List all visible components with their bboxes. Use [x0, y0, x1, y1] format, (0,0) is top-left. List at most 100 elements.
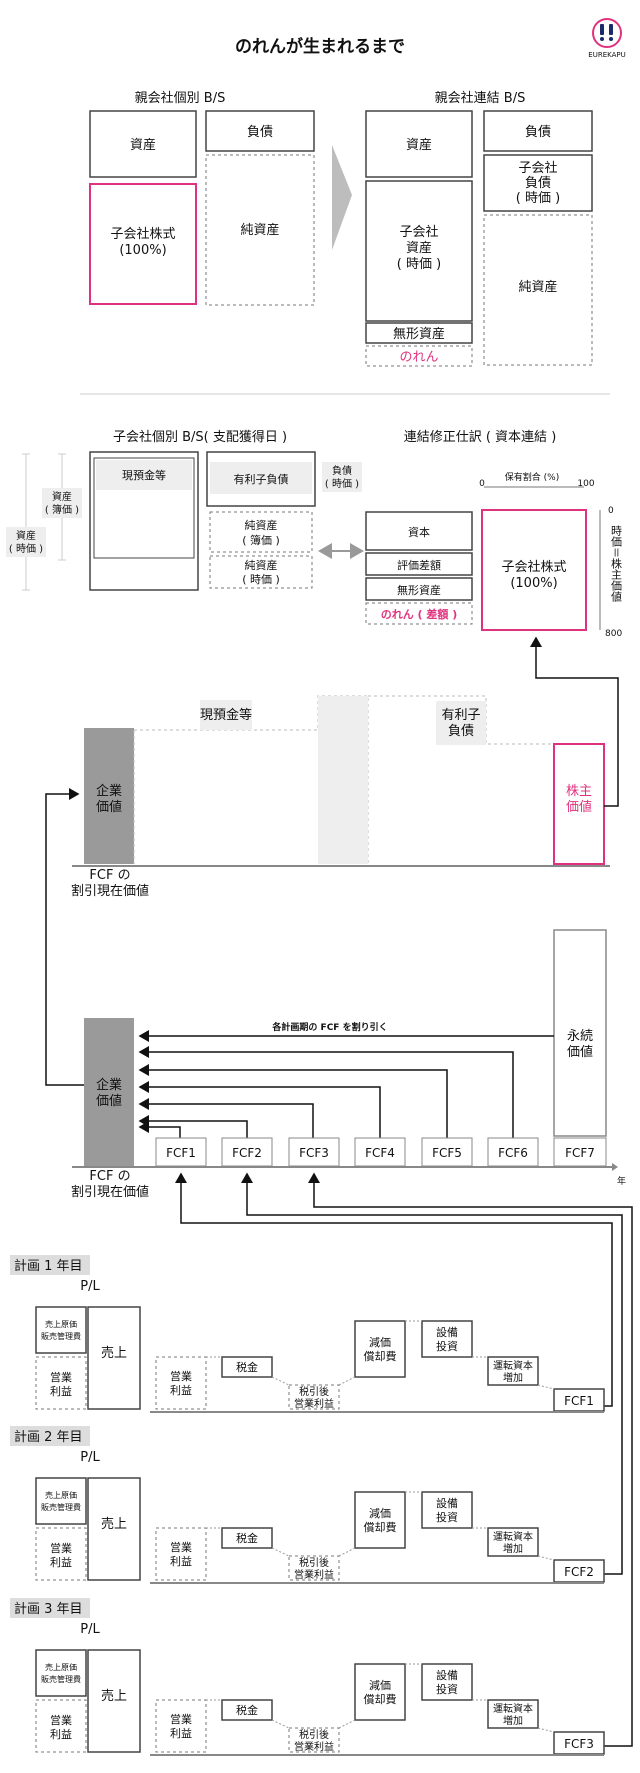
pv3-l2: 割引現在価値	[71, 883, 149, 899]
dep-l1: 減価	[369, 1506, 391, 1520]
asset-fair-tag	[6, 527, 46, 557]
plan-title-tag	[10, 1426, 90, 1446]
sales-box	[87, 1649, 141, 1753]
arrow-right-icon	[332, 145, 352, 250]
capex-l2: 投資	[436, 1682, 458, 1696]
cash-label: 現預金等	[122, 468, 166, 482]
ev-l2: 価値	[96, 799, 122, 815]
cons-intangible-label: 無形資産	[393, 326, 445, 342]
flow-connector	[338, 1376, 356, 1386]
cash3-tag	[200, 700, 252, 730]
dep-l1: 減価	[369, 1678, 391, 1692]
fcf-boxes	[155, 1137, 607, 1167]
net-book-l2: ( 簿価 )	[242, 533, 280, 547]
equity-l2: 価値	[566, 799, 592, 815]
fcf-box-3	[288, 1137, 340, 1167]
pl-label: P/L	[80, 1450, 100, 1465]
plan-1: 計画 1 年目P/L売上原価販売管理費営業利益売上営業利益税金税引後営業利益減価…	[10, 1255, 605, 1413]
after-tax-l1: 税引後	[299, 1556, 329, 1569]
cons-net-box	[483, 214, 593, 366]
arrow-fcf1	[138, 1121, 181, 1138]
wc-l2: 増加	[503, 1542, 523, 1555]
cogs-l2: 販売管理費	[41, 1331, 81, 1341]
capital-box	[365, 511, 473, 551]
sub-stock-pct: (100%)	[119, 243, 166, 258]
intangible2-box	[365, 577, 473, 601]
op-income-l1: 営業	[50, 1370, 72, 1384]
sales-label: 売上	[101, 1516, 127, 1532]
wc-l1: 運転資本	[493, 1530, 533, 1543]
fcf-box-2	[221, 1137, 273, 1167]
tax-label: 税金	[236, 1360, 258, 1374]
parent-net-label: 純資産	[240, 222, 279, 238]
after-tax-box	[288, 1727, 340, 1753]
cons-intangible-box	[365, 322, 473, 344]
logo: EUREKAPU	[588, 18, 626, 59]
debt-tag	[210, 462, 312, 494]
dep-l2: 償却費	[364, 1520, 397, 1534]
cons-liab-box	[483, 110, 593, 152]
arrow-fcf2	[138, 1115, 248, 1138]
flow-connector	[338, 1719, 356, 1729]
plan2-feedback-arrow	[241, 1172, 623, 1575]
fcf-box-1	[155, 1137, 207, 1167]
cons-sub-asset-l3: ( 時価 )	[397, 257, 441, 272]
after-tax-l2: 営業利益	[294, 1568, 334, 1581]
wc-l2: 増加	[503, 1714, 523, 1727]
sub-stock2-box	[481, 509, 587, 631]
flow-connector	[537, 1555, 555, 1561]
plan-title-tag	[10, 1255, 90, 1275]
net-fair-box	[209, 555, 313, 589]
sec1-right-title: 親会社連結 B/S	[435, 90, 526, 106]
flow-connector	[338, 1547, 356, 1557]
dep-box	[354, 1663, 406, 1721]
ev-l1: 企業	[96, 783, 122, 799]
flow-connector	[271, 1719, 290, 1729]
parent-net-box	[205, 154, 315, 306]
net-fair-l1: 純資産	[245, 559, 278, 572]
after-tax-l2: 営業利益	[294, 1397, 334, 1410]
dep-l1: 減価	[369, 1335, 391, 1349]
op-income2-box	[155, 1356, 207, 1410]
intangible2-label: 無形資産	[397, 583, 441, 597]
parent-asset-box	[89, 110, 197, 178]
sales-box	[87, 1477, 141, 1581]
sec2-right-title: 連結修正仕訳 ( 資本連結 )	[404, 430, 557, 445]
debt3-l1: 有利子	[441, 708, 480, 723]
op-income-l2: 利益	[50, 1384, 72, 1398]
op-income-box	[35, 1527, 87, 1581]
cogs-l1: 売上原価	[45, 1490, 77, 1500]
fcf-box-4	[354, 1137, 406, 1167]
after-tax-l2: 営業利益	[294, 1740, 334, 1753]
capex-l2: 投資	[436, 1510, 458, 1524]
plan1-feedback-arrow	[175, 1172, 613, 1407]
sub-stock2-l2: (100%)	[510, 576, 557, 591]
plans: 計画 1 年目P/L売上原価販売管理費営業利益売上営業利益税金税引後営業利益減価…	[10, 1255, 605, 1756]
plan3-feedback-arrow	[308, 1172, 633, 1747]
wc-box	[487, 1699, 539, 1729]
ownership-label: 保有割合 (%)	[505, 471, 559, 483]
discount-note: 各計画期の FCF を割り引く	[271, 1021, 387, 1033]
sub-stock2-l1: 子会社株式	[501, 559, 566, 575]
parent-liab-label: 負債	[247, 125, 273, 140]
fcf-box-5	[421, 1137, 473, 1167]
op-income2-l2: 利益	[170, 1726, 192, 1740]
plan-fcf-label: FCF3	[564, 1737, 594, 1751]
net-fair-l2: ( 時価 )	[242, 573, 280, 586]
sub-stock-box	[89, 183, 197, 305]
ev-bar	[84, 728, 134, 864]
ev-link-arrow	[45, 788, 84, 1086]
price-label: 時価＝株主価値	[610, 525, 623, 603]
flow-connector	[271, 1547, 290, 1557]
sec2-left-title: 子会社個別 B/S( 支配獲得日 )	[113, 429, 287, 445]
op-income2-l2: 利益	[170, 1383, 192, 1397]
fcf7-label: FCF7	[565, 1146, 595, 1160]
net-book-box	[209, 511, 313, 553]
ev4-bar	[84, 1018, 134, 1166]
flow-connector	[537, 1384, 555, 1390]
plan-title-tag	[10, 1598, 90, 1618]
plan-3: 計画 3 年目P/L売上原価販売管理費営業利益売上営業利益税金税引後営業利益減価…	[10, 1598, 605, 1756]
sec1-left-title: 親会社個別 B/S	[135, 90, 226, 106]
fcf5-label: FCF5	[432, 1146, 462, 1160]
